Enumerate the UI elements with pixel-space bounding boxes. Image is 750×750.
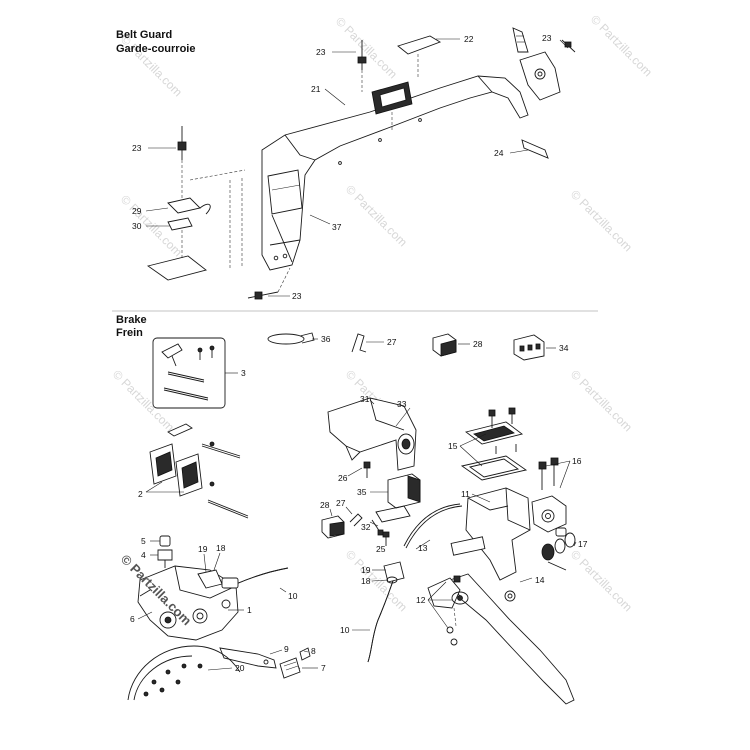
callout-label: 23 [132,143,142,153]
callout-label: 2 [138,489,143,499]
callout-label: 19 [198,544,208,554]
callout-label: 7 [321,663,326,673]
callout-label: 33 [397,399,407,409]
pin-fastener [357,40,367,92]
section-subtitle: Garde-courroie [116,43,195,55]
callout-label: 15 [448,441,458,451]
callout-label: 26 [338,473,348,483]
callout-label: 18 [216,543,226,553]
callout-label: 9 [284,644,289,654]
master-cylinder-housing [327,397,417,471]
caliper-bolt [279,647,311,679]
callout-label: 28 [320,500,330,510]
callout-label: 5 [141,536,146,546]
callout-label: 34 [559,343,569,353]
callout-label: 10 [340,625,350,635]
callout-label: 20 [235,663,245,673]
callout-label: 29 [132,206,142,216]
brake-pads [149,423,249,519]
section-title: Belt Guard [116,29,172,41]
left-fastener-stack [146,126,246,281]
pad-hardware-kit [152,337,226,409]
guard-strip [521,139,549,159]
callout-label: 21 [311,84,321,94]
switch-clip [349,513,363,527]
belt-guard-cover [261,75,529,271]
callout-label: 18 [361,576,371,586]
wire-clip [351,333,367,353]
callout-label: 11 [461,489,470,499]
mounting-screws [538,457,559,490]
brake-section: Brake Frein 36 27 28 34 [116,314,588,705]
watermark-text: © Partzilla.com [568,187,635,254]
watermark-text: © Partzilla.com [343,182,410,249]
callout-label: 27 [387,337,397,347]
callout-label: 14 [535,575,545,585]
callout-label: 19 [361,565,371,575]
callout-label: 6 [130,614,135,624]
switch-connector [321,515,345,539]
callout-label: 10 [288,591,298,601]
bottom-fastener [247,267,291,300]
bleeder-valve [157,535,173,568]
callout-label: 24 [494,148,504,158]
brake-disc [127,645,241,701]
callout-label: 31 [360,394,370,404]
brake-caliper [137,565,239,641]
callout-label: 17 [578,539,588,549]
caliper-bracket-arm [219,647,277,669]
brake-lever [427,573,575,705]
callout-label: 36 [321,334,331,344]
connector-plug [513,334,545,361]
brake-hose-right [367,561,405,663]
housing-screw [363,461,371,478]
belt-guard-section: Belt Guard Garde-courroie [116,27,576,301]
section-title: Brake [116,314,147,326]
callout-label: 37 [332,222,342,232]
watermark-text: © Partzilla.com [110,367,177,434]
guard-clip [371,81,413,130]
callout-label: 28 [473,339,483,349]
brake-hose-left [221,567,289,589]
callout-label: 16 [572,456,582,466]
callout-label: 23 [292,291,302,301]
lock-nut [504,590,516,602]
callout-label: 35 [357,487,367,497]
guard-bracket [512,27,576,101]
cable-clamp [267,332,315,345]
watermark-text: © Partzilla.com [568,367,635,434]
label-plate [397,35,442,55]
callout-label: 23 [316,47,326,57]
brake-light-switch [375,473,421,523]
callout-label: 4 [141,550,146,560]
master-cylinder-body [450,487,567,581]
brake-cable [405,505,463,549]
watermark-text: © Partzilla.com [588,12,655,79]
watermark-text: © Partzilla.com [333,14,400,81]
connector-housing [432,333,457,357]
switch-screws [371,519,390,546]
callout-label: 13 [418,543,428,553]
reservoir-cover [460,407,528,481]
callout-label: 12 [416,595,426,605]
watermark-text: © Partzilla.com [568,547,635,614]
callout-label: 30 [132,221,142,231]
callout-label: 25 [376,544,386,554]
section-subtitle: Frein [116,327,143,339]
callout-label: 23 [542,33,552,43]
callout-label: 22 [464,34,474,44]
callout-label: 3 [241,368,246,378]
callout-label: 8 [311,646,316,656]
callout-label: 27 [336,498,346,508]
callout-label: 1 [247,605,252,615]
pivot-hardware [541,527,576,571]
callout-label: 32 [361,522,371,532]
